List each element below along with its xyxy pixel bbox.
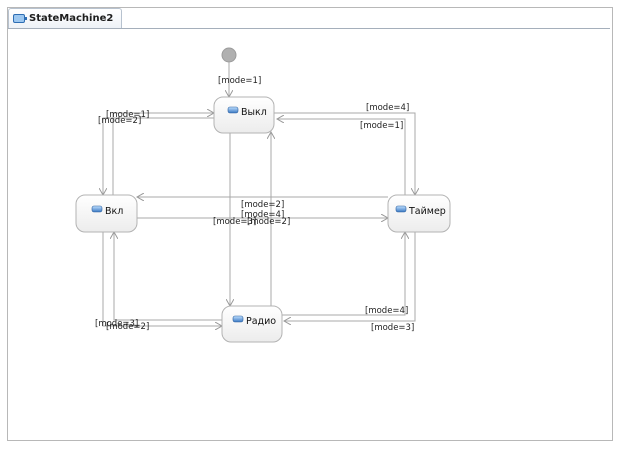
- state-icon: [91, 205, 103, 213]
- state-icon: [395, 205, 407, 213]
- transition-on-radio[interactable]: [102, 232, 222, 326]
- transition-timer-radio[interactable]: [284, 232, 416, 321]
- state-timer-name: Таймер: [408, 206, 446, 217]
- state-machine-icon: [13, 14, 27, 23]
- transition-timer-off[interactable]: [277, 119, 406, 195]
- label-on-timer: [mode=4]: [241, 210, 284, 220]
- label-radio-timer: [mode=4]: [365, 306, 408, 316]
- transition-radio-timer[interactable]: [282, 232, 405, 316]
- state-radio[interactable]: Радио: [221, 305, 283, 343]
- label-off-radio: [mode=3]: [213, 217, 256, 227]
- state-timer[interactable]: Таймер: [387, 194, 451, 233]
- initial-node[interactable]: [221, 47, 237, 63]
- state-off[interactable]: Выкл: [213, 96, 275, 134]
- state-icon: [232, 315, 244, 323]
- label-timer-radio: [mode=3]: [371, 323, 414, 333]
- tab-divider: [8, 28, 610, 29]
- state-off-name: Выкл: [241, 107, 267, 118]
- transition-off-on[interactable]: [103, 117, 214, 195]
- transition-off-timer[interactable]: [274, 112, 415, 195]
- label-off-timer: [mode=4]: [366, 103, 409, 113]
- label-timer-on: [mode=2]: [241, 200, 284, 210]
- diagram-title: StateMachine2: [29, 13, 114, 24]
- label-timer-off: [mode=1]: [360, 121, 403, 131]
- label-off-on: [mode=2]: [98, 116, 141, 126]
- label-initial-off: [mode=1]: [218, 76, 261, 86]
- state-on[interactable]: Вкл: [75, 194, 138, 233]
- transition-radio-on[interactable]: [114, 232, 222, 321]
- label-radio-off: [mode=2]: [247, 217, 290, 227]
- transition-on-off[interactable]: [112, 113, 214, 195]
- diagram-tab[interactable]: StateMachine2: [8, 8, 123, 28]
- state-radio-name: Радио: [246, 316, 276, 327]
- label-radio-on: [mode=2]: [106, 322, 149, 332]
- label-on-off: [mode=1]: [106, 110, 149, 120]
- label-on-radio: [mode=3]: [95, 319, 138, 329]
- state-on-name: Вкл: [105, 206, 123, 217]
- state-icon: [227, 106, 239, 114]
